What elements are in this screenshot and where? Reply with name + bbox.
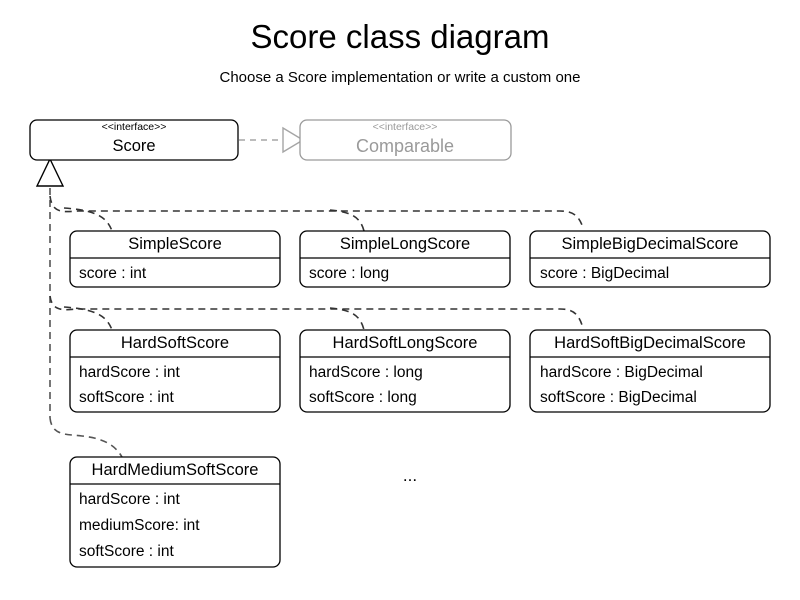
class-box-simple-big-decimal-score[interactable]: SimpleBigDecimalScore score : BigDecimal — [529, 230, 771, 288]
class-box-hard-soft-big-decimal-score-attr-0: hardScore : BigDecimal — [540, 364, 703, 381]
realization-relationship — [239, 126, 305, 154]
class-box-hard-soft-score[interactable]: HardSoftScore hardScore : int softScore … — [69, 329, 281, 413]
class-box-simple-long-score-name: SimpleLongScore — [340, 235, 470, 253]
class-box-hard-soft-big-decimal-score-rect — [529, 329, 771, 413]
class-box-simple-big-decimal-score-name: SimpleBigDecimalScore — [562, 235, 739, 253]
interface-box-comparable-rect — [299, 119, 512, 161]
class-box-hard-soft-long-score-attr-0: hardScore : long — [309, 364, 423, 381]
class-box-simple-long-score-rect — [299, 230, 511, 288]
page-title: Score class diagram — [250, 18, 550, 55]
class-box-simple-score-attr-0: score : int — [79, 265, 147, 282]
branch-simple-long-score — [329, 209, 365, 232]
class-box-simple-big-decimal-score-attr-0: score : BigDecimal — [540, 265, 669, 282]
class-box-hard-medium-soft-score-attr-0: hardScore : int — [79, 491, 180, 508]
class-box-hard-soft-long-score-rect — [299, 329, 511, 413]
interface-box-comparable[interactable]: <<interface>> Comparable — [299, 119, 512, 161]
interface-box-score-stereotype: <<interface>> — [102, 121, 167, 133]
class-box-hard-soft-big-decimal-score-name: HardSoftBigDecimalScore — [554, 334, 746, 352]
class-box-hard-soft-score-rect — [69, 329, 281, 413]
class-box-hard-soft-score-attr-1: softScore : int — [79, 389, 174, 406]
class-box-simple-long-score-attr-0: score : long — [309, 265, 389, 282]
inheritance-connectors — [49, 188, 583, 458]
row2-bus — [49, 295, 583, 326]
page-subtitle: Choose a Score implementation or write a… — [219, 69, 581, 86]
branch-simple-score — [63, 207, 113, 232]
class-box-simple-score-name: SimpleScore — [128, 235, 222, 253]
class-box-simple-score[interactable]: SimpleScore score : int — [69, 230, 281, 288]
realization-arrowhead — [282, 126, 305, 154]
class-box-hard-medium-soft-score-attr-2: softScore : int — [79, 543, 174, 560]
class-box-hard-soft-big-decimal-score-attr-1: softScore : BigDecimal — [540, 389, 697, 406]
generalization-arrowhead — [35, 157, 65, 187]
class-box-hard-soft-long-score-attr-1: softScore : long — [309, 389, 417, 406]
more-classes-ellipsis: ... — [403, 466, 417, 485]
class-box-hard-soft-score-name: HardSoftScore — [121, 334, 229, 352]
branch-hard-soft-long-score — [329, 307, 365, 331]
class-box-hard-soft-long-score[interactable]: HardSoftLongScore hardScore : long softS… — [299, 329, 511, 413]
interface-box-score-rect — [29, 119, 239, 161]
class-box-hard-soft-big-decimal-score[interactable]: HardSoftBigDecimalScore hardScore : BigD… — [529, 329, 771, 413]
interface-box-score-name: Score — [112, 137, 155, 155]
branch-hard-soft-score — [63, 306, 113, 331]
interface-box-score[interactable]: <<interface>> Score — [29, 119, 239, 161]
class-box-hard-soft-score-attr-0: hardScore : int — [79, 364, 180, 381]
class-box-hard-medium-soft-score-name: HardMediumSoftScore — [92, 461, 259, 479]
class-box-hard-soft-long-score-name: HardSoftLongScore — [333, 334, 478, 352]
class-box-hard-medium-soft-score[interactable]: HardMediumSoftScore hardScore : int medi… — [69, 456, 281, 568]
row1-bus — [49, 195, 583, 226]
interface-box-comparable-stereotype: <<interface>> — [373, 121, 438, 133]
class-box-simple-big-decimal-score-rect — [529, 230, 771, 288]
class-box-simple-score-rect — [69, 230, 281, 288]
interface-box-comparable-name: Comparable — [356, 136, 454, 156]
class-box-hard-medium-soft-score-attr-1: mediumScore: int — [79, 517, 200, 534]
branch-hard-medium-soft-score — [49, 417, 123, 458]
class-box-simple-long-score[interactable]: SimpleLongScore score : long — [299, 230, 511, 288]
